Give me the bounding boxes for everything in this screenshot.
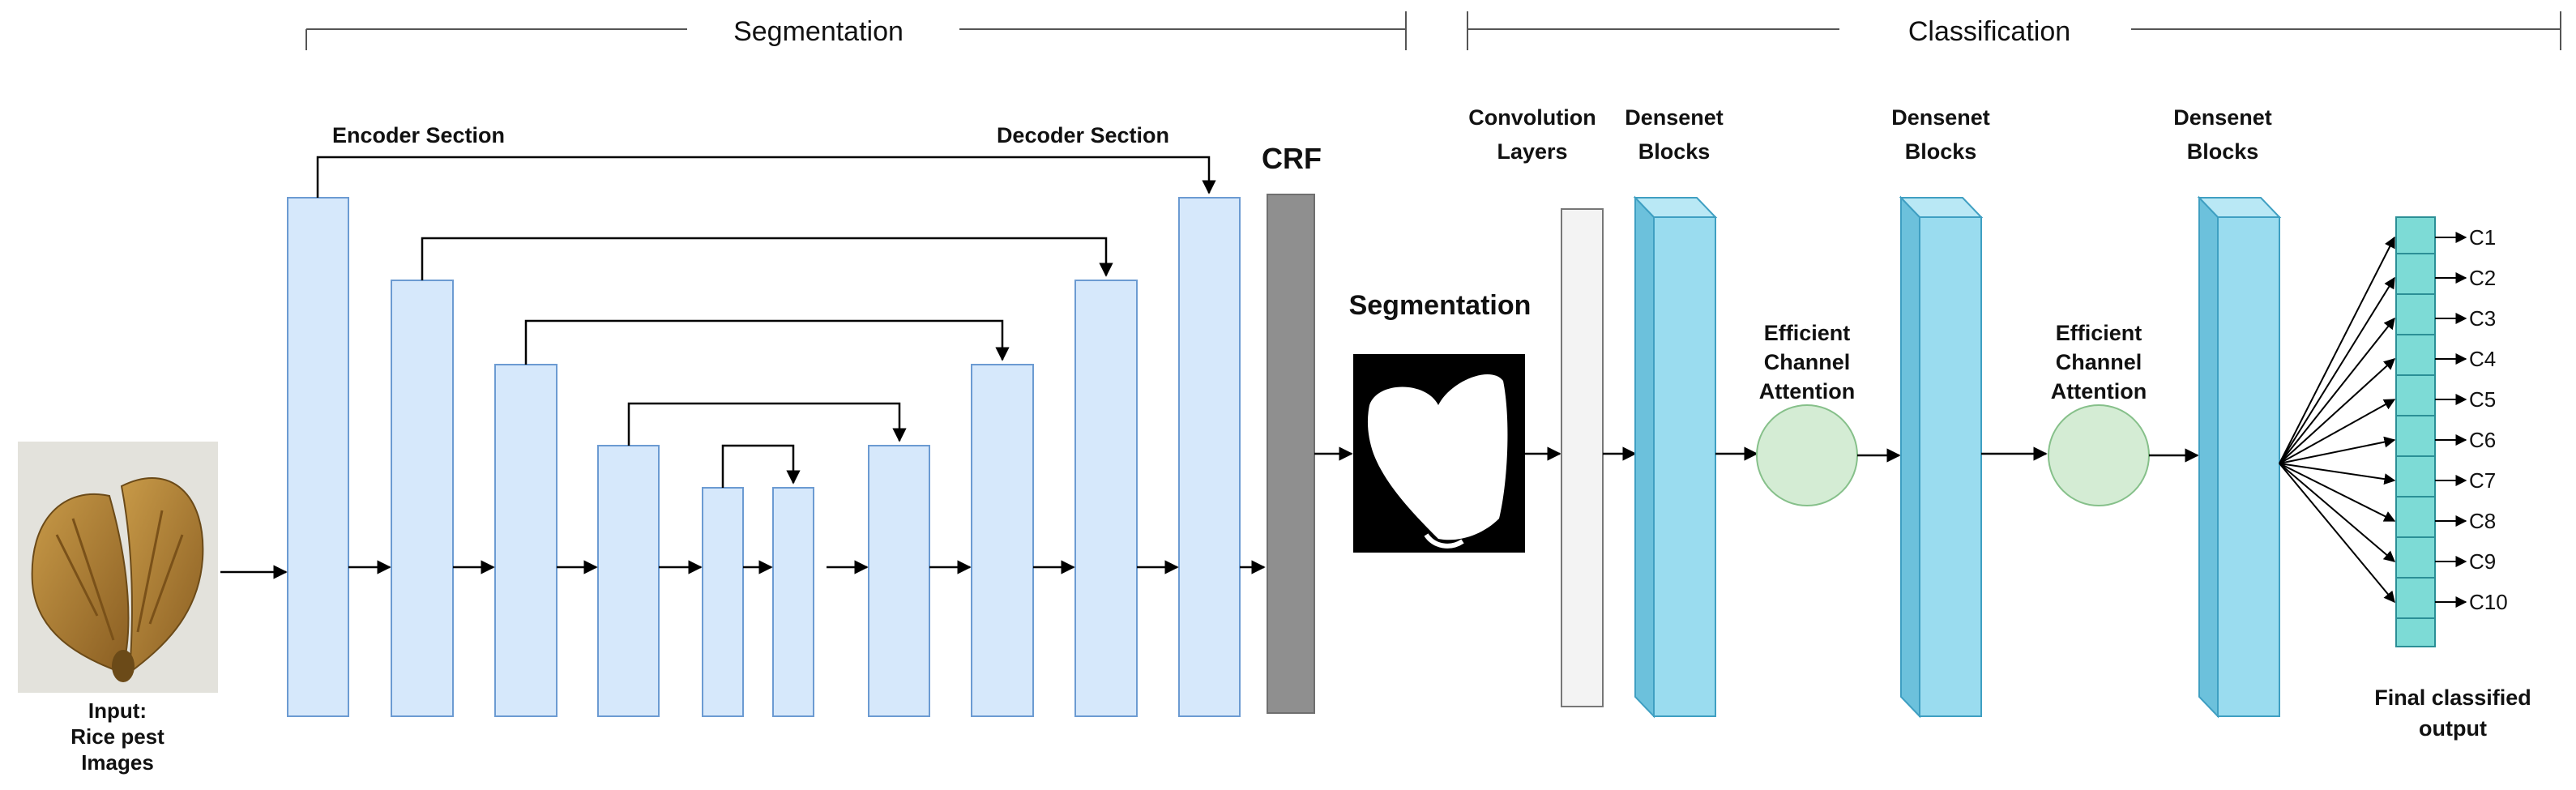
class-label-c8: C8: [2469, 509, 2496, 533]
class-label-c4: C4: [2469, 347, 2496, 371]
bottleneck-block-1: [702, 487, 744, 717]
unet-decoder: [772, 197, 1241, 717]
decoder-label: Decoder Section: [997, 123, 1169, 147]
densenet-label-1-line1: Densenet: [1625, 105, 1724, 130]
input-image: [18, 442, 218, 693]
output-stack-bg: [2395, 216, 2436, 647]
final-output-label-line2: output: [2419, 716, 2487, 741]
encoder-block-1: [287, 197, 349, 717]
class-label-c3: C3: [2469, 306, 2496, 331]
fan-arrow: [2279, 463, 2396, 522]
fan-arrow: [2279, 463, 2396, 562]
densenet-label-2-line2: Blocks: [1905, 139, 1977, 164]
input-label-line1: Input:: [88, 698, 147, 723]
densenet-block-1: [1633, 195, 1718, 719]
fan-arrow: [2279, 436, 2396, 464]
densenet-label-1-line2: Blocks: [1638, 139, 1711, 164]
skip-connections: [316, 156, 1216, 488]
class-label-c7: C7: [2469, 468, 2496, 493]
class-label-c1: C1: [2469, 225, 2496, 250]
fan-arrow: [2279, 317, 2395, 464]
eca1-label-line1: Efficient: [1764, 321, 1851, 345]
classification-header: Classification: [1908, 16, 2070, 47]
densenet-label-3-line1: Densenet: [2173, 105, 2272, 130]
segmentation-output-label: Segmentation: [1349, 290, 1532, 321]
crf-label: CRF: [1262, 142, 1322, 175]
class-label-c10: C10: [2469, 590, 2508, 614]
eca1-label-line2: Channel: [1764, 350, 1851, 374]
unet-flow-arrows: [220, 560, 1266, 579]
densenet-block-3: [2197, 195, 2282, 719]
fan-arrow: [2279, 463, 2395, 604]
class-label-c5: C5: [2469, 387, 2496, 412]
eca2-label-line3: Attention: [2051, 379, 2147, 404]
fan-arrow: [2279, 276, 2395, 464]
output-fan-arrows: [2279, 236, 2396, 604]
output-stack: [2395, 216, 2436, 647]
densenet-label-2-line1: Densenet: [1891, 105, 1990, 130]
encoder-block-2: [391, 280, 454, 717]
class-label-c6: C6: [2469, 428, 2496, 452]
eca2-label-line1: Efficient: [2056, 321, 2142, 345]
encoder-block-4: [597, 445, 660, 717]
eca1-label-line3: Attention: [1759, 379, 1855, 404]
classification-bracket: [1467, 11, 2561, 50]
eca2-label-line2: Channel: [2056, 350, 2142, 374]
input-label-line2: Rice pest: [70, 724, 164, 749]
decoder-block-4: [1178, 197, 1241, 717]
conv-label-line2: Layers: [1497, 139, 1567, 164]
segmentation-mask: [1353, 354, 1525, 553]
encoder-label: Encoder Section: [332, 123, 505, 147]
encoder-block-3: [494, 364, 557, 717]
decoder-block-2: [971, 364, 1034, 717]
final-output-label-line1: Final classified: [2374, 685, 2531, 710]
eca-circle-1: [1756, 404, 1858, 506]
segmentation-header: Segmentation: [733, 16, 904, 47]
unet-encoder: [287, 197, 744, 717]
eca-circle-2: [2048, 404, 2150, 506]
crf-block: [1267, 194, 1315, 714]
conv-block: [1561, 208, 1604, 707]
fan-arrow: [2279, 463, 2396, 485]
class-label-c9: C9: [2469, 549, 2496, 574]
densenet-label-3-line2: Blocks: [2187, 139, 2259, 164]
bottleneck-block-2: [772, 487, 814, 717]
fan-arrow: [2279, 399, 2396, 464]
decoder-block-3: [1074, 280, 1138, 717]
segmentation-bracket: [305, 11, 1407, 50]
input-label-line3: Images: [81, 750, 154, 775]
conv-label-line1: Convolution: [1468, 105, 1596, 130]
fan-arrow: [2279, 236, 2395, 464]
fan-arrow: [2279, 358, 2396, 464]
class-label-c2: C2: [2469, 266, 2496, 290]
decoder-block-1: [868, 445, 930, 717]
densenet-block-2: [1899, 195, 1984, 719]
